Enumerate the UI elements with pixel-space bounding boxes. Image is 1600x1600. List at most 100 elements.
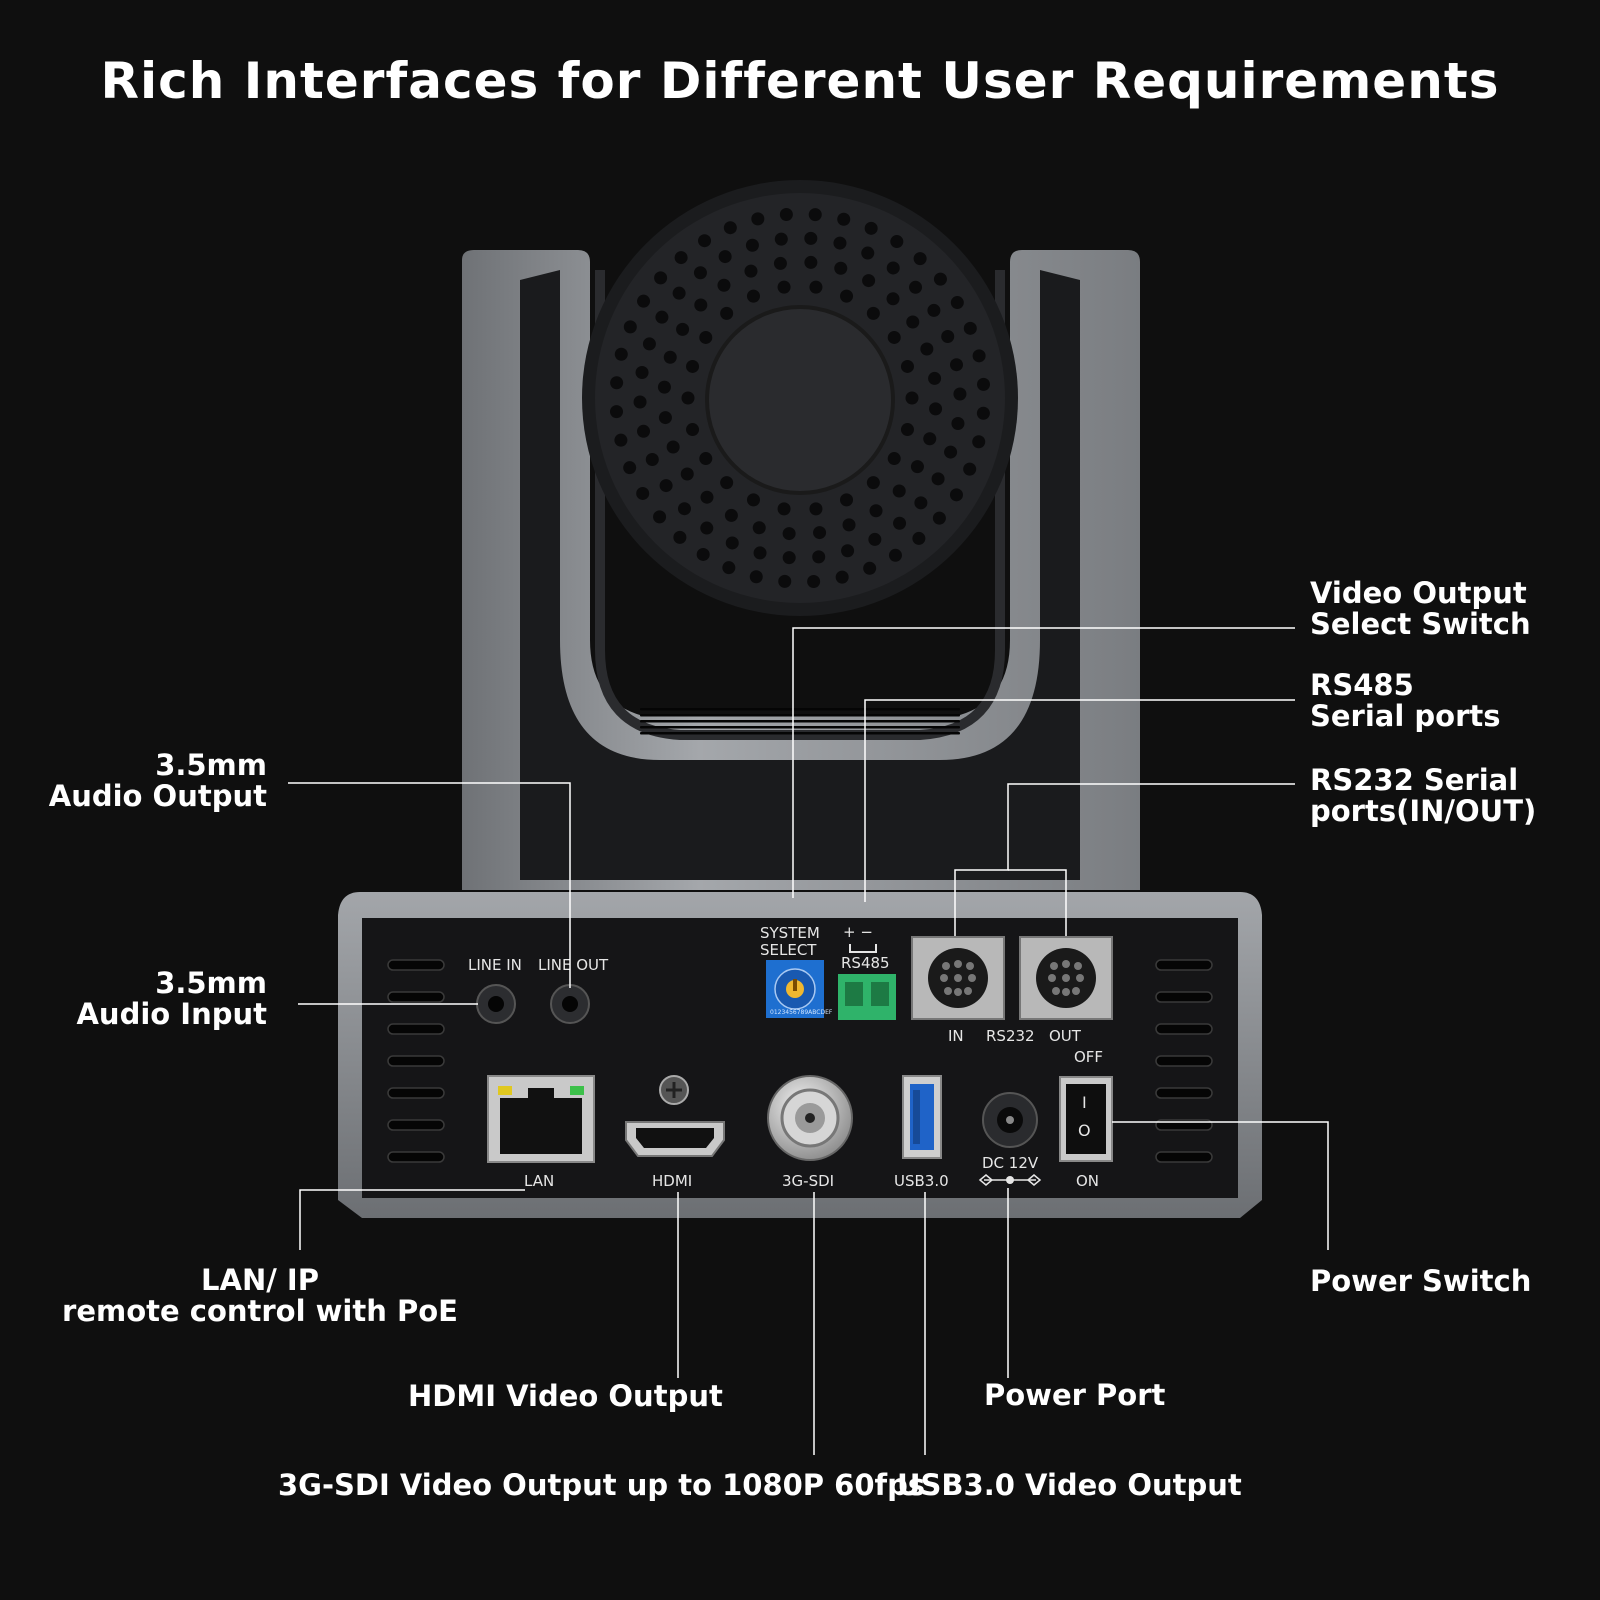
lan-line1: LAN/ IP bbox=[201, 1263, 319, 1297]
speaker-hole bbox=[623, 461, 637, 475]
speaker-hole bbox=[807, 574, 821, 588]
rs232-out-label: OUT bbox=[1049, 1027, 1082, 1045]
vent-slot bbox=[640, 732, 960, 735]
usb-port[interactable]: USB3.0 bbox=[894, 1075, 949, 1190]
speaker-hole bbox=[677, 502, 691, 516]
speaker-hole bbox=[886, 292, 900, 306]
speaker-hole bbox=[610, 405, 624, 419]
speaker-hole bbox=[972, 435, 986, 449]
vent-slot bbox=[387, 1119, 445, 1131]
speaker-hole bbox=[929, 402, 943, 416]
system-select-switch[interactable]: SYSTEM SELECT 0123456789ABCDEF bbox=[760, 924, 833, 1018]
speaker-hole bbox=[841, 544, 855, 558]
speaker-hole bbox=[840, 493, 854, 507]
vent-slot bbox=[1155, 1087, 1213, 1099]
line-video-select bbox=[792, 627, 1295, 898]
line-in-label: LINE IN bbox=[468, 956, 522, 974]
rs232-pin bbox=[966, 962, 974, 970]
speaker-hole bbox=[944, 445, 958, 459]
rs232-pin bbox=[1062, 974, 1070, 982]
speaker-hole bbox=[900, 423, 914, 437]
speaker-hole bbox=[886, 261, 900, 275]
speaker-hole bbox=[659, 479, 673, 493]
rs232-pin bbox=[968, 974, 976, 982]
speaker-hole bbox=[746, 493, 760, 507]
power-port[interactable]: DC 12V bbox=[978, 1092, 1042, 1186]
sdi-panel-label: 3G-SDI bbox=[782, 1172, 834, 1190]
speaker-hole bbox=[777, 280, 791, 294]
sdi-port[interactable]: 3G-SDI bbox=[767, 1075, 853, 1190]
speaker-hole bbox=[744, 264, 758, 278]
rs485-terminal[interactable]: + − RS485 bbox=[838, 923, 896, 1020]
hdmi-port[interactable]: HDMI bbox=[625, 1075, 725, 1190]
speaker-hole bbox=[676, 322, 690, 336]
speaker-hole bbox=[723, 221, 737, 235]
vent-slot bbox=[387, 1151, 445, 1163]
callout-audio-input: 3.5mm Audio Input bbox=[76, 968, 267, 1030]
speaker-hole bbox=[953, 387, 967, 401]
line-power-switch bbox=[1112, 1121, 1329, 1250]
speaker-hole bbox=[914, 496, 928, 510]
speaker-hole bbox=[782, 527, 796, 541]
lan-port[interactable]: LAN bbox=[487, 1075, 595, 1190]
speaker-hole bbox=[910, 460, 924, 474]
callout-usb: USB3.0 Video Output bbox=[897, 1468, 1242, 1502]
speaker-hole bbox=[972, 349, 986, 363]
rs232-line2: ports(IN/OUT) bbox=[1310, 794, 1537, 828]
callout-audio-output: 3.5mm Audio Output bbox=[49, 750, 267, 812]
callout-power-switch: Power Switch bbox=[1310, 1264, 1532, 1298]
on-label: ON bbox=[1076, 1172, 1099, 1190]
speaker-hole bbox=[653, 510, 667, 524]
audio-output-line2: Audio Output bbox=[48, 779, 267, 813]
rs232-in-label: IN bbox=[948, 1027, 964, 1045]
speaker-hole bbox=[949, 358, 963, 372]
speaker-hole bbox=[963, 462, 977, 476]
rs232-pin bbox=[1052, 987, 1060, 995]
rs232-pin bbox=[1074, 962, 1082, 970]
speaker-hole bbox=[866, 476, 880, 490]
rs232-pin bbox=[942, 962, 950, 970]
speaker-hole bbox=[951, 416, 965, 430]
speaker-hole bbox=[893, 516, 907, 530]
rs232-line1: RS232 Serial bbox=[1310, 763, 1519, 797]
speaker-hole bbox=[913, 252, 927, 266]
power-switch[interactable]: OFF I O ON bbox=[1059, 1048, 1113, 1190]
line-out-label: LINE OUT bbox=[538, 956, 609, 974]
speaker-hole bbox=[693, 266, 707, 280]
vent-slot bbox=[640, 714, 960, 717]
speaker-hole bbox=[782, 551, 796, 565]
speaker-hole bbox=[833, 236, 847, 250]
speaker-hole bbox=[680, 467, 694, 481]
speaker-hole bbox=[840, 289, 854, 303]
line-rs485 bbox=[864, 699, 1295, 902]
speaker-hole bbox=[906, 315, 920, 329]
speaker-hole bbox=[751, 212, 765, 226]
hdmi-panel-label: HDMI bbox=[652, 1172, 692, 1190]
speaker-hole bbox=[718, 250, 732, 264]
speaker-hole bbox=[890, 235, 904, 249]
speaker-hole bbox=[637, 424, 651, 438]
rs485-line1: RS485 bbox=[1310, 668, 1414, 702]
rs232-ports[interactable]: IN RS232 OUT bbox=[911, 936, 1113, 1045]
vent-slot bbox=[1155, 1055, 1213, 1067]
speaker-hole bbox=[666, 440, 680, 454]
audio-jacks: LINE IN LINE OUT bbox=[468, 956, 609, 1024]
speaker-hole bbox=[933, 272, 947, 286]
speaker-hole bbox=[645, 452, 659, 466]
speaker-hole bbox=[862, 274, 876, 288]
vent-slot bbox=[640, 708, 960, 711]
speaker-hole bbox=[636, 486, 650, 500]
speaker-hole bbox=[834, 261, 848, 275]
audio-input-line2: Audio Input bbox=[76, 997, 267, 1031]
speaker-hole bbox=[866, 306, 880, 320]
audio-output-line1: 3.5mm bbox=[155, 748, 267, 782]
speaker-hole bbox=[905, 391, 919, 405]
speaker-hole bbox=[720, 476, 734, 490]
speaker-hole bbox=[809, 280, 823, 294]
rs232-pin bbox=[1076, 974, 1084, 982]
speaker-hole bbox=[963, 321, 977, 335]
speaker-hole bbox=[778, 574, 792, 588]
speaker-hole bbox=[623, 320, 637, 334]
speaker-hole bbox=[900, 359, 914, 373]
speaker-hole bbox=[920, 342, 934, 356]
